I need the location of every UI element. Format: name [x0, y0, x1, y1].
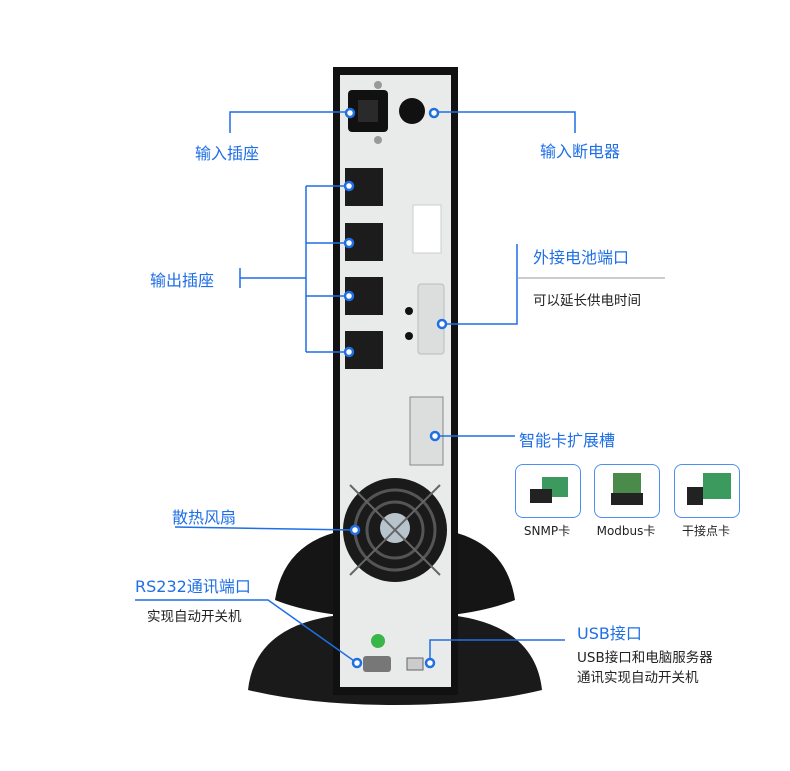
snmp-card-label: SNMP卡 [523, 524, 571, 538]
card-slot-label: 智能卡扩展槽 [519, 431, 616, 450]
modbus-card-label: Modbus卡 [596, 524, 656, 538]
rs232-port [363, 656, 391, 672]
dry-contact-card [674, 464, 740, 518]
input-breaker [399, 98, 425, 124]
input-socket-label: 输入插座 [195, 144, 260, 163]
fan-label: 散热风扇 [172, 508, 237, 527]
rs232-desc: 实现自动开关机 [147, 609, 242, 625]
input-breaker-label: 输入断电器 [540, 142, 621, 161]
usb-port [406, 657, 424, 671]
card-slot [409, 396, 444, 466]
output-sockets-label: 输出插座 [150, 271, 215, 290]
modbus-card-icon [611, 473, 643, 505]
battery-port-label: 外接电池端口 [533, 248, 630, 267]
usb-desc-1: USB接口和电脑服务器 [577, 650, 713, 666]
modbus-card [594, 464, 660, 518]
device-panel [340, 75, 451, 687]
usb-desc-2: 通讯实现自动开关机 [577, 670, 699, 686]
rs232-label: RS232通讯端口 [135, 577, 251, 596]
snmp-card-icon [530, 477, 568, 503]
rating-label [412, 204, 442, 254]
snmp-card [515, 464, 581, 518]
usb-label: USB接口 [577, 624, 642, 643]
battery-port-desc: 可以延长供电时间 [533, 293, 641, 309]
dry-contact-card-icon [687, 473, 731, 505]
battery-port [417, 283, 445, 355]
dry-contact-card-label: 干接点卡 [681, 524, 730, 538]
